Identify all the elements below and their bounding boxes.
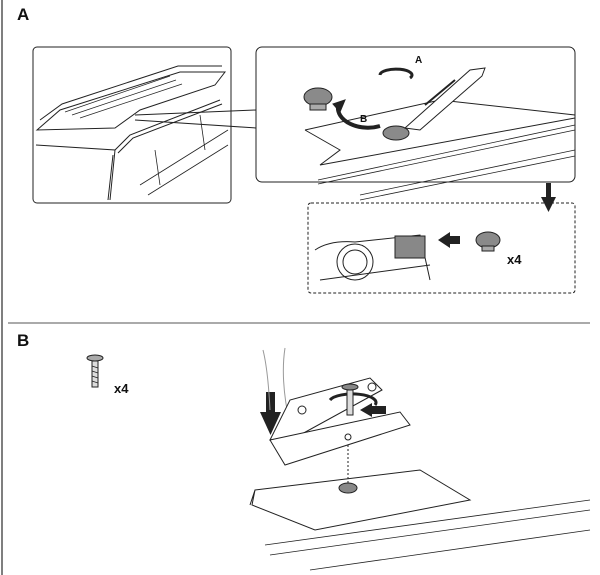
- plug-cap-removed: [303, 87, 333, 107]
- roof-mount-point: [249, 469, 591, 571]
- insert-arrow-icon: [438, 232, 450, 248]
- lift-label: B: [360, 114, 368, 125]
- lift-arrow: [335, 105, 381, 130]
- roof-detail-panel: [255, 46, 576, 201]
- storage-compartment: [394, 235, 426, 259]
- plug-quantity: x4: [507, 252, 522, 267]
- step-a-label: A: [17, 5, 30, 24]
- tighten-arrow: [328, 392, 378, 406]
- rotate-arrow: [378, 67, 414, 80]
- pry-tool: [403, 67, 486, 131]
- push-down-arrow-icon: [260, 392, 281, 435]
- storage-panel: [307, 202, 576, 294]
- bolt-icon: [86, 354, 104, 388]
- down-arrow-icon: [541, 183, 556, 212]
- mounting-bracket: [262, 347, 411, 485]
- rotate-label: A: [415, 55, 423, 66]
- step-b-label: B: [17, 331, 30, 350]
- roof-overview-panel: [32, 46, 232, 204]
- zoom-connector: [134, 109, 257, 129]
- plug-cap-installed: [382, 125, 410, 141]
- bolt-quantity: x4: [114, 381, 129, 396]
